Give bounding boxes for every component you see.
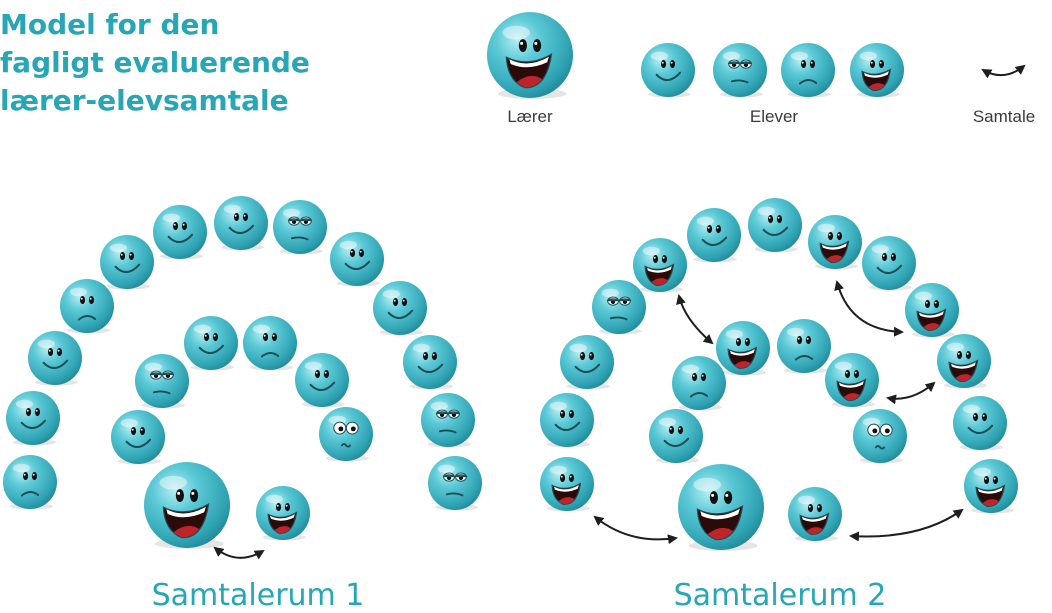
room-2-conversation-arrow	[595, 517, 676, 539]
room-2-student-face	[788, 487, 842, 542]
room-2-student-face	[964, 459, 1018, 514]
room-1-student-face	[153, 205, 207, 260]
room-2-student-face	[937, 334, 991, 389]
room-2-student-face	[633, 238, 687, 293]
room-2-conversation-arrow	[679, 296, 712, 343]
room-1-student-face	[100, 235, 154, 290]
room-2-student-face	[560, 335, 614, 390]
room-1-student-face	[330, 232, 384, 287]
room-2-student-face	[540, 457, 594, 512]
room-1-student-face	[214, 196, 268, 251]
room-2-student-face	[649, 409, 703, 464]
room-2-student-face	[808, 215, 862, 270]
room-1-student-face	[273, 200, 327, 255]
room-1-student-face	[421, 393, 475, 448]
room-1-student-face	[6, 391, 60, 446]
room-1-teacher-face	[144, 462, 230, 549]
legend-student-face	[641, 43, 695, 98]
room-1-conversation-arrow	[215, 548, 263, 558]
room-2-student-face	[687, 208, 741, 263]
room-2-conversation-arrow	[851, 510, 962, 536]
room-2-conversation-arrow	[888, 383, 934, 399]
room-1-student-face	[111, 410, 165, 465]
room-2-student-face	[905, 283, 959, 338]
room-2-teacher-face	[678, 464, 764, 551]
legend-student-face	[781, 43, 835, 98]
legend-student-face	[850, 43, 904, 98]
room-2-student-face	[716, 321, 770, 376]
room-1-student-face	[295, 353, 349, 408]
room-1-student-face	[428, 456, 482, 511]
legend-conversation-arrow	[983, 66, 1024, 75]
room-1-student-face	[403, 335, 457, 390]
room-2-student-face	[540, 393, 594, 448]
smiley-faces	[3, 12, 1018, 551]
room-1-student-face	[319, 407, 373, 462]
legend-teacher-face	[487, 12, 573, 99]
room-1-student-face	[28, 331, 82, 386]
room-2-student-face	[853, 409, 907, 464]
room-1-student-face	[243, 316, 297, 371]
room-1-student-face	[3, 455, 57, 510]
room-1-student-face	[60, 279, 114, 334]
room-2-student-face	[748, 198, 802, 253]
room-1-student-face	[184, 316, 238, 371]
room-2-student-face	[672, 356, 726, 411]
room-1-student-face	[373, 281, 427, 336]
legend-student-face	[713, 43, 767, 98]
room-2-student-face	[825, 353, 879, 408]
room-2-student-face	[777, 319, 831, 374]
room-2-student-face	[953, 396, 1007, 451]
room-1-student-face	[256, 486, 310, 541]
room-2-student-face	[592, 280, 646, 335]
room-1-student-face	[135, 354, 189, 409]
room-2-student-face	[862, 236, 916, 291]
